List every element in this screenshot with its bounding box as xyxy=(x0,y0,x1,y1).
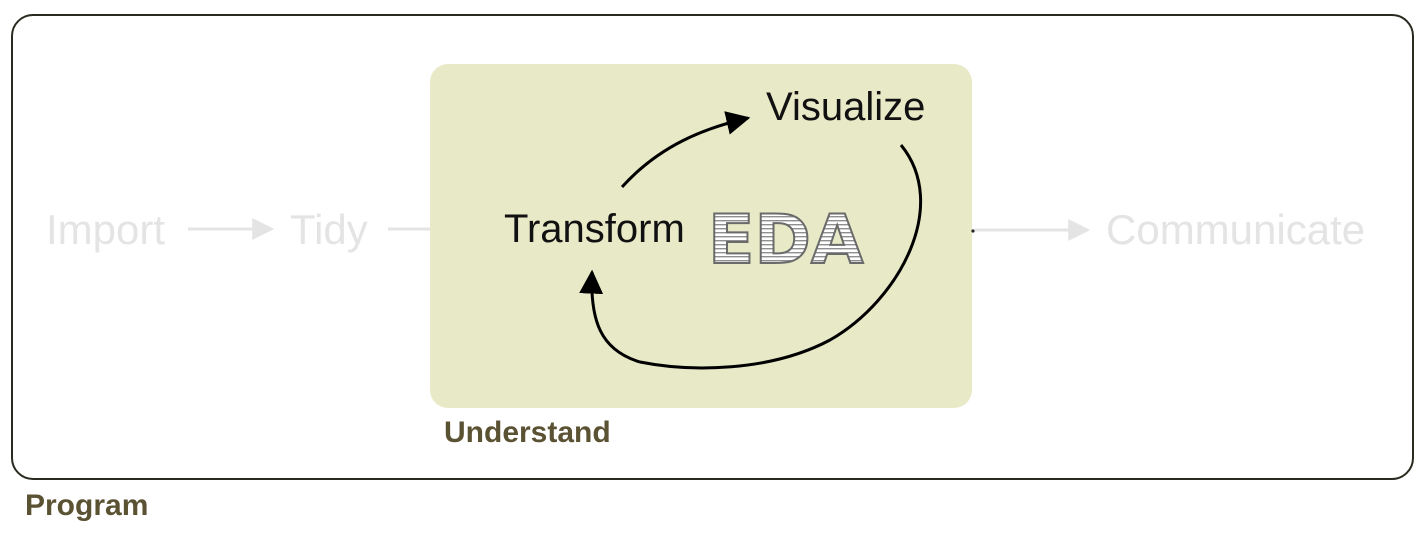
eda-label: EDA xyxy=(708,201,864,280)
program-frame xyxy=(11,14,1414,480)
visualize-to-transform-arrow xyxy=(579,144,923,370)
tidy-label: Tidy xyxy=(290,206,368,253)
understand-box xyxy=(430,64,972,408)
communicate-label: Communicate xyxy=(1106,206,1366,253)
junction-dot xyxy=(971,229,975,233)
program-label: Program xyxy=(25,489,149,522)
transform-to-visualize-arrow xyxy=(620,111,751,189)
import-label: Import xyxy=(46,206,166,253)
understand-label: Understand xyxy=(444,416,611,449)
visualize-label: Visualize xyxy=(766,85,926,129)
transform-label: Transform xyxy=(504,207,685,251)
